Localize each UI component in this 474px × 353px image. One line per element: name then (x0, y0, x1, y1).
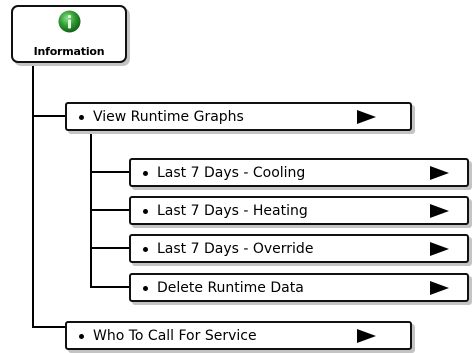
information-label: Information (33, 45, 105, 58)
view-runtime-graphs-label: View Runtime Graphs (93, 109, 244, 125)
last-7-days-cooling-label: Last 7 Days - Cooling (157, 165, 306, 181)
information-root-node[interactable]: Information (11, 5, 127, 63)
bullet-icon (143, 209, 148, 214)
bullet-icon (143, 247, 148, 252)
delete-runtime-data-button[interactable]: Delete Runtime Data (129, 273, 469, 302)
bullet-icon (79, 115, 84, 120)
delete-runtime-data-label: Delete Runtime Data (157, 280, 304, 296)
who-to-call-for-service-button[interactable]: Who To Call For Service (65, 321, 412, 350)
who-to-call-for-service-label: Who To Call For Service (93, 328, 257, 344)
play-arrow-icon (357, 329, 376, 343)
last-7-days-heating-button[interactable]: Last 7 Days - Heating (129, 196, 469, 225)
play-arrow-icon (430, 204, 449, 218)
bullet-icon (143, 286, 148, 291)
info-icon (58, 10, 81, 33)
play-arrow-icon (357, 110, 376, 124)
last-7-days-heating-label: Last 7 Days - Heating (157, 203, 308, 219)
bullet-icon (79, 334, 84, 339)
last-7-days-override-button[interactable]: Last 7 Days - Override (129, 234, 469, 263)
play-arrow-icon (430, 242, 449, 256)
play-arrow-icon (430, 166, 449, 180)
view-runtime-graphs-button[interactable]: View Runtime Graphs (65, 102, 412, 131)
bullet-icon (143, 171, 148, 176)
last-7-days-override-label: Last 7 Days - Override (157, 241, 314, 257)
play-arrow-icon (430, 281, 449, 295)
last-7-days-cooling-button[interactable]: Last 7 Days - Cooling (129, 158, 469, 187)
